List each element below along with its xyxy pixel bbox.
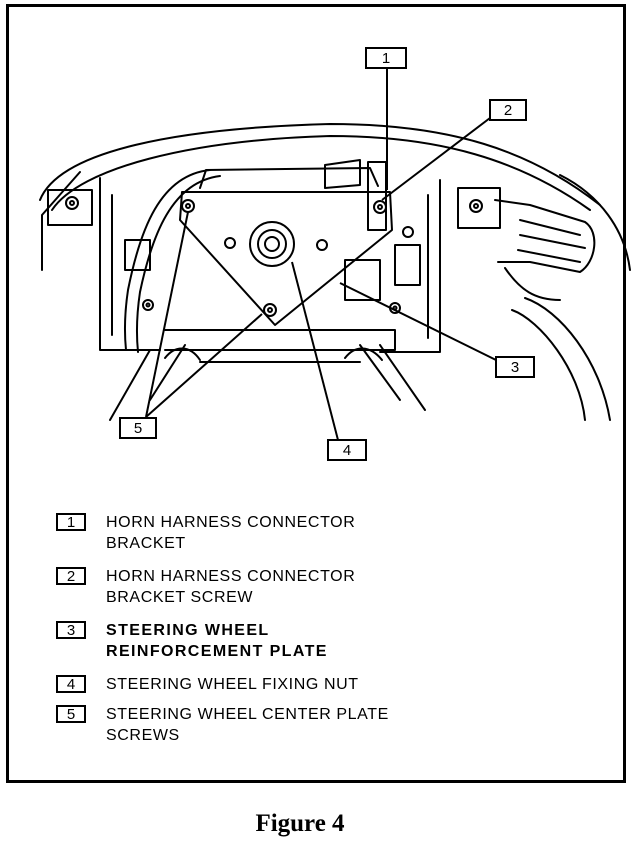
svg-text:3: 3 — [511, 359, 519, 376]
left-vent — [47, 189, 93, 226]
legend-label: HORN HARNESS CONNECTOR BRACKET — [106, 514, 356, 552]
leader-4 — [291, 261, 339, 441]
steering-column-illustration: 1 2 3 4 5 — [39, 47, 631, 461]
legend-number: 3 — [56, 621, 86, 639]
legend-item: 1 HORN HARNESS CONNECTOR BRACKET — [56, 512, 355, 554]
figure-frame — [6, 4, 626, 783]
figure-caption: Figure 4 — [255, 810, 345, 837]
callout-3: 3 — [495, 356, 535, 378]
svg-text:5: 5 — [134, 420, 142, 437]
column-support-right — [379, 179, 441, 353]
legend-label: STEERING WHEEL CENTER PLATE SCREWS — [106, 706, 389, 744]
legend-label: STEERING WHEEL FIXING NUT — [106, 676, 359, 693]
leader-3 — [339, 282, 497, 361]
legend-label: HORN HARNESS CONNECTOR BRACKET SCREW — [106, 568, 356, 606]
legend-number: 2 — [56, 567, 86, 585]
legend-number: 5 — [56, 705, 86, 723]
legend-item: 2 HORN HARNESS CONNECTOR BRACKET SCREW — [56, 566, 355, 608]
leader-5b — [145, 313, 263, 418]
callout-4: 4 — [327, 439, 367, 461]
leader-5a — [145, 211, 189, 418]
svg-text:4: 4 — [343, 442, 351, 459]
legend-number: 4 — [56, 675, 86, 693]
legend-item: 4 STEERING WHEEL FIXING NUT — [56, 674, 359, 695]
dashboard-outline — [39, 123, 601, 206]
legend-item: 3 STEERING WHEEL REINFORCEMENT PLATE — [56, 620, 328, 662]
turn-signal-stalk — [494, 199, 596, 273]
legend-label: STEERING WHEEL REINFORCEMENT PLATE — [106, 622, 328, 660]
leader-2 — [381, 117, 491, 201]
column-support-left — [99, 177, 161, 351]
horn-connector-bracket — [324, 159, 361, 189]
callout-2: 2 — [489, 99, 527, 121]
callout-5: 5 — [119, 417, 157, 439]
horn-cable — [123, 169, 211, 351]
svg-text:1: 1 — [382, 50, 390, 67]
legend-number: 1 — [56, 513, 86, 531]
steering-wheel-rim — [524, 297, 611, 421]
callout-1: 1 — [365, 47, 407, 69]
column-hub — [249, 221, 295, 267]
reinforcement-plate — [179, 191, 393, 326]
svg-text:2: 2 — [504, 102, 512, 119]
legend-item: 5 STEERING WHEEL CENTER PLATE SCREWS — [56, 704, 389, 746]
lower-column-cover — [164, 329, 396, 351]
